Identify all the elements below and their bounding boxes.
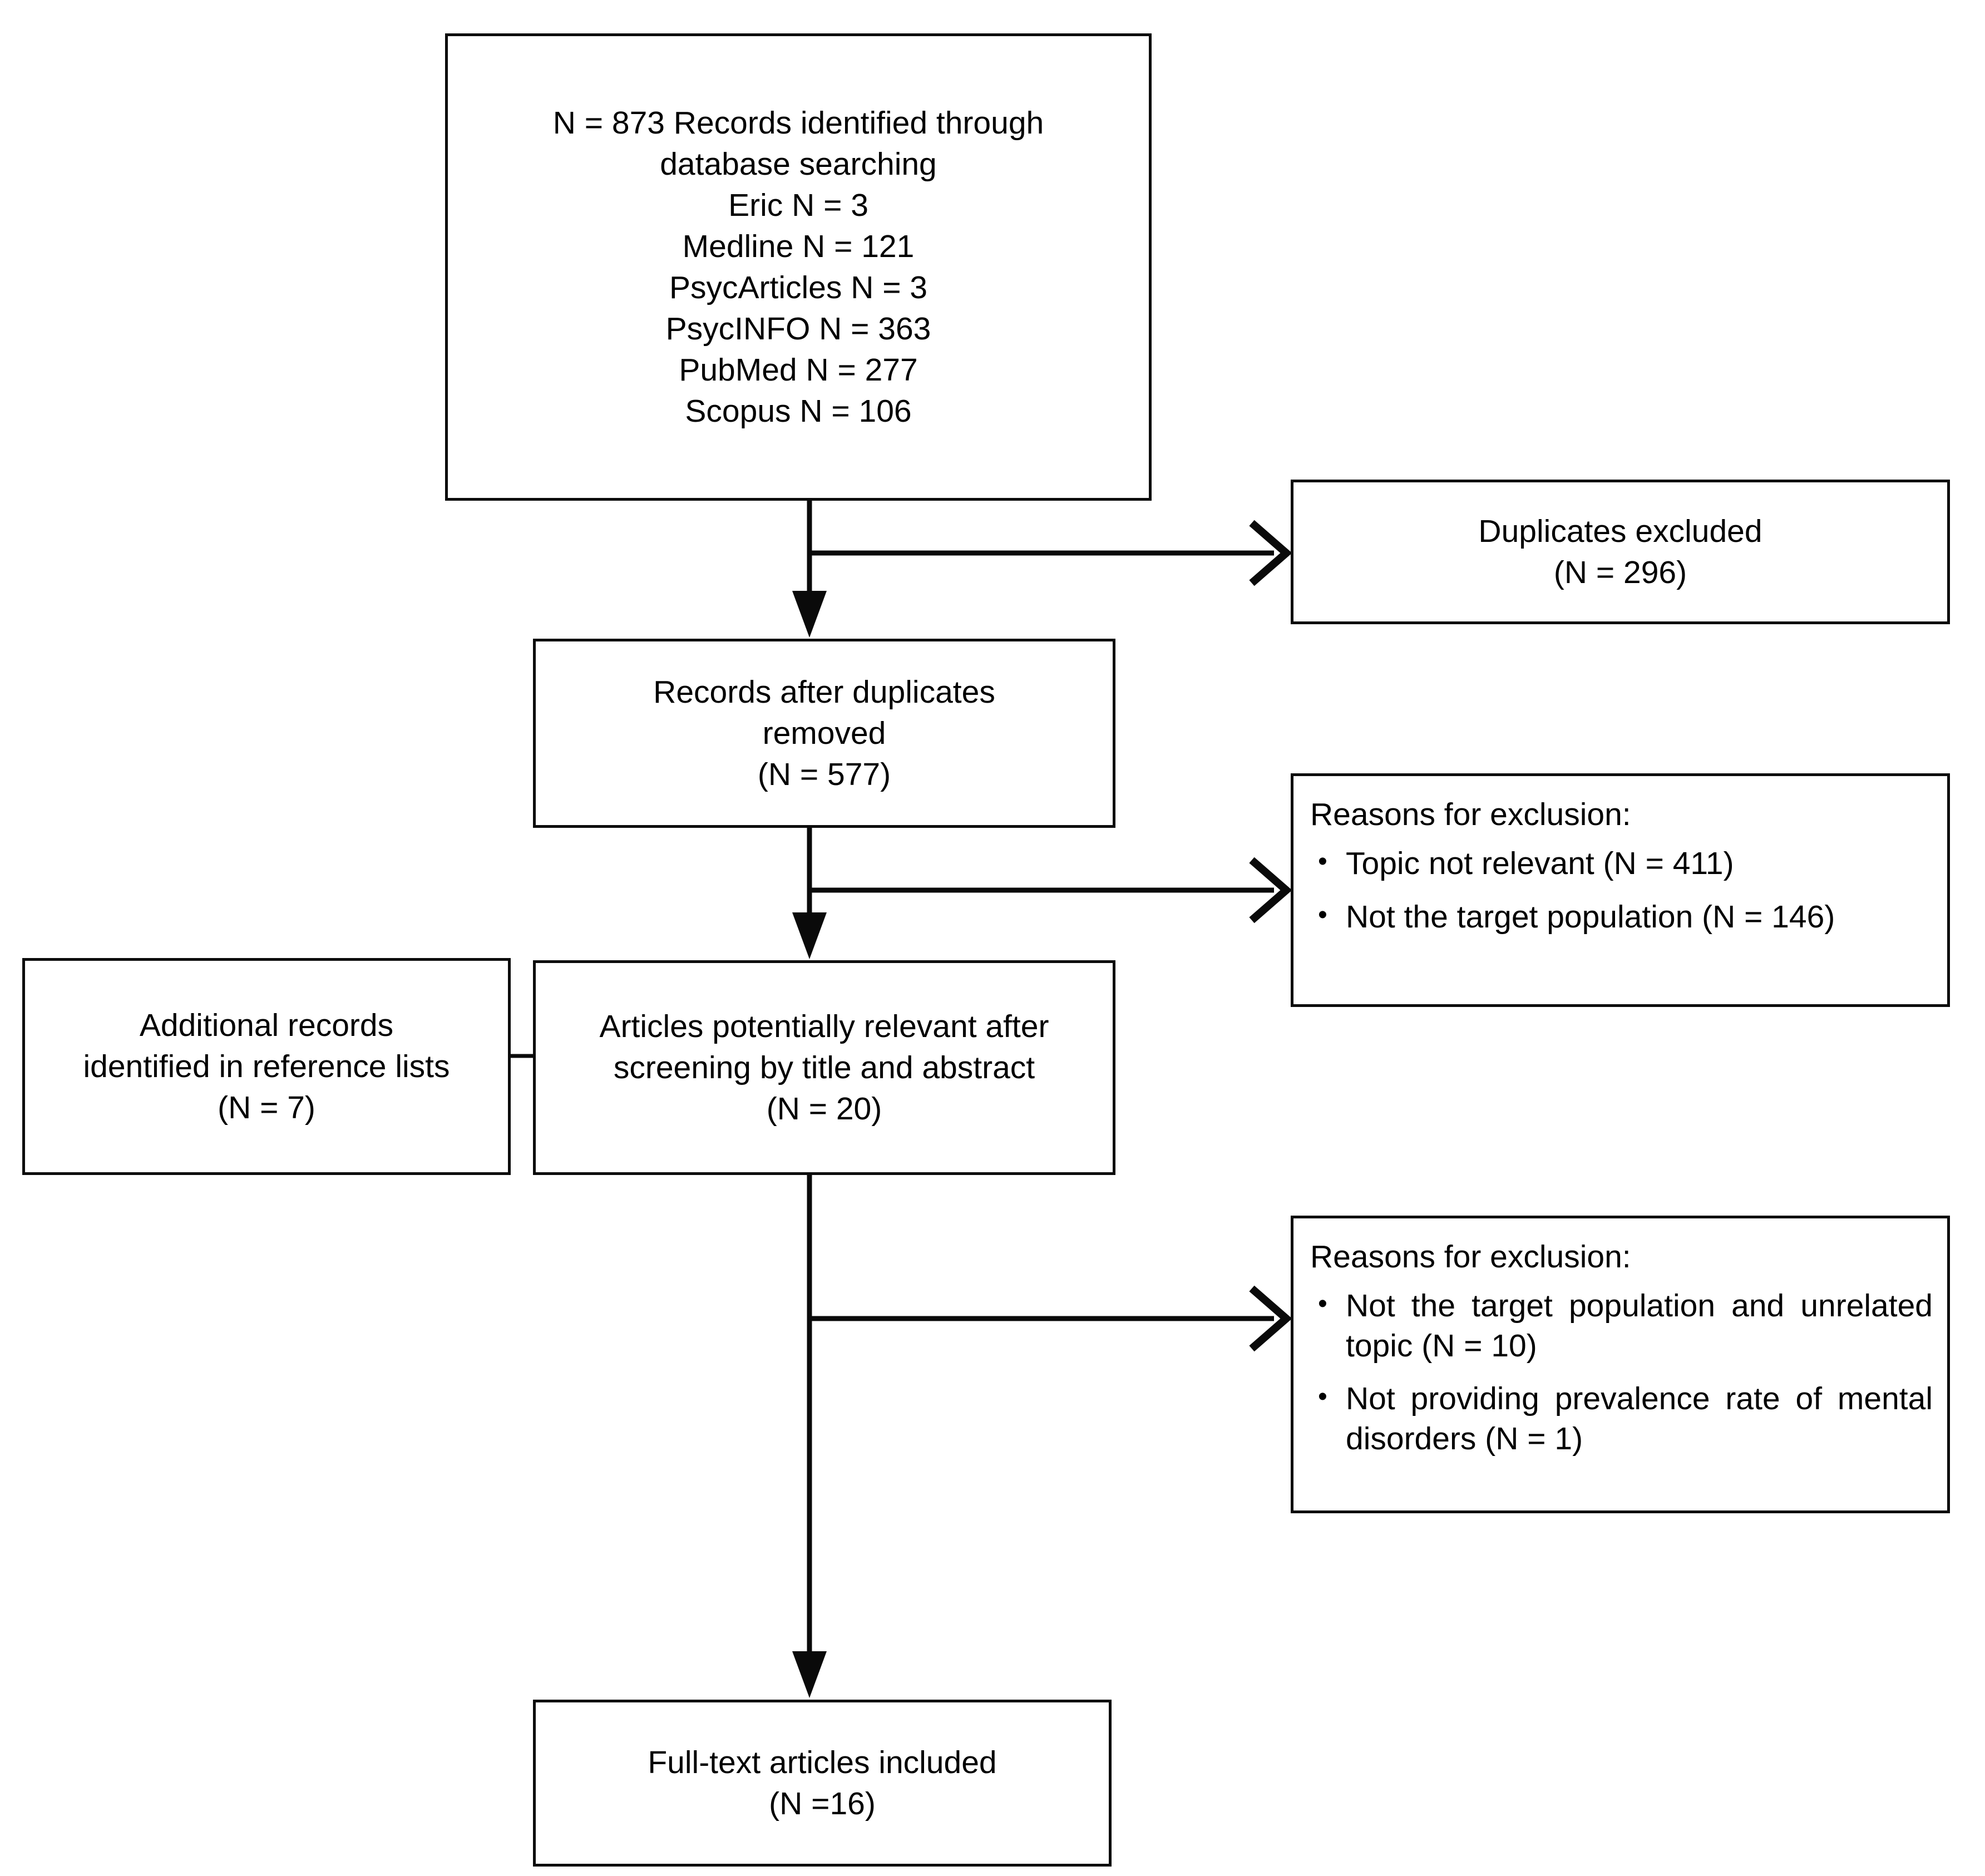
screening-count: (N = 20)	[766, 1091, 882, 1127]
full-text-included-label: Full-text articles included	[648, 1744, 997, 1780]
additional-records-line-2: identified in reference lists	[83, 1048, 450, 1084]
exclusion-2-list: • Not the target population and unrelate…	[1308, 1286, 1933, 1473]
exclusion-1-title: Reasons for exclusion:	[1310, 797, 1631, 832]
after-duplicates-line-2: removed	[762, 715, 886, 751]
exclusion-1-item-1: Topic not relevant (N = 411)	[1346, 845, 1734, 881]
exclusion-2-title: Reasons for exclusion:	[1310, 1239, 1631, 1275]
arrowhead-right-exclusion-2	[1249, 1285, 1292, 1352]
list-item: • Not the target population and unrelate…	[1308, 1286, 1933, 1366]
list-item: • Not providing prevalence rate of menta…	[1308, 1379, 1933, 1459]
exclusion-1-list: • Topic not relevant (N = 411) • Not the…	[1308, 844, 1933, 951]
box-records-identified: N = 873 Records identified through datab…	[445, 33, 1152, 501]
records-identified-pubmed: PubMed N = 277	[679, 352, 918, 388]
arrowhead-right-duplicates	[1249, 520, 1292, 586]
bullet-icon: •	[1318, 1382, 1327, 1412]
records-identified-line-1: N = 873 Records identified through	[552, 105, 1044, 141]
screening-line-2: screening by title and abstract	[613, 1049, 1035, 1085]
box-reasons-for-exclusion-2: Reasons for exclusion: • Not the target …	[1291, 1216, 1950, 1513]
exclusion-1-item-2: Not the target population (N = 146)	[1346, 898, 1835, 935]
records-identified-psycarticles: PsycArticles N = 3	[669, 270, 928, 305]
box-additional-records: Additional records identified in referen…	[22, 958, 511, 1175]
after-duplicates-line-1: Records after duplicates	[653, 674, 995, 710]
box-duplicates-excluded: Duplicates excluded (N = 296)	[1291, 480, 1950, 624]
bullet-icon: •	[1318, 1288, 1327, 1319]
records-identified-medline: Medline N = 121	[682, 228, 915, 264]
bullet-icon: •	[1318, 900, 1327, 930]
records-identified-psycinfo: PsycINFO N = 363	[665, 311, 931, 347]
additional-records-count: (N = 7)	[218, 1090, 315, 1126]
full-text-included-count: (N =16)	[769, 1786, 876, 1821]
after-duplicates-count: (N = 577)	[757, 757, 891, 793]
duplicates-excluded-count: (N = 296)	[1553, 555, 1687, 590]
arrowhead-down-fulltext	[792, 1651, 827, 1698]
additional-records-line-1: Additional records	[139, 1007, 394, 1043]
arrowhead-down-after-duplicates	[792, 591, 827, 638]
box-articles-potentially-relevant: Articles potentially relevant after scre…	[533, 960, 1115, 1175]
exclusion-2-item-1: Not the target population and unrelated …	[1346, 1287, 1933, 1364]
bullet-icon: •	[1318, 846, 1327, 876]
box-reasons-for-exclusion-1: Reasons for exclusion: • Topic not relev…	[1291, 773, 1950, 1007]
list-item: • Not the target population (N = 146)	[1308, 897, 1933, 937]
arrowhead-down-screening	[792, 912, 827, 959]
screening-line-1: Articles potentially relevant after	[599, 1008, 1049, 1044]
exclusion-2-item-2: Not providing prevalence rate of mental …	[1346, 1381, 1933, 1457]
box-full-text-articles-included: Full-text articles included (N =16)	[533, 1700, 1112, 1867]
list-item: • Topic not relevant (N = 411)	[1308, 844, 1933, 884]
records-identified-line-2: database searching	[660, 146, 937, 182]
records-identified-scopus: Scopus N = 106	[685, 393, 912, 429]
records-identified-eric: Eric N = 3	[728, 187, 868, 223]
arrowhead-right-exclusion-1	[1249, 857, 1292, 924]
duplicates-excluded-label: Duplicates excluded	[1478, 513, 1762, 549]
box-records-after-duplicates-removed: Records after duplicates removed (N = 57…	[533, 639, 1115, 828]
